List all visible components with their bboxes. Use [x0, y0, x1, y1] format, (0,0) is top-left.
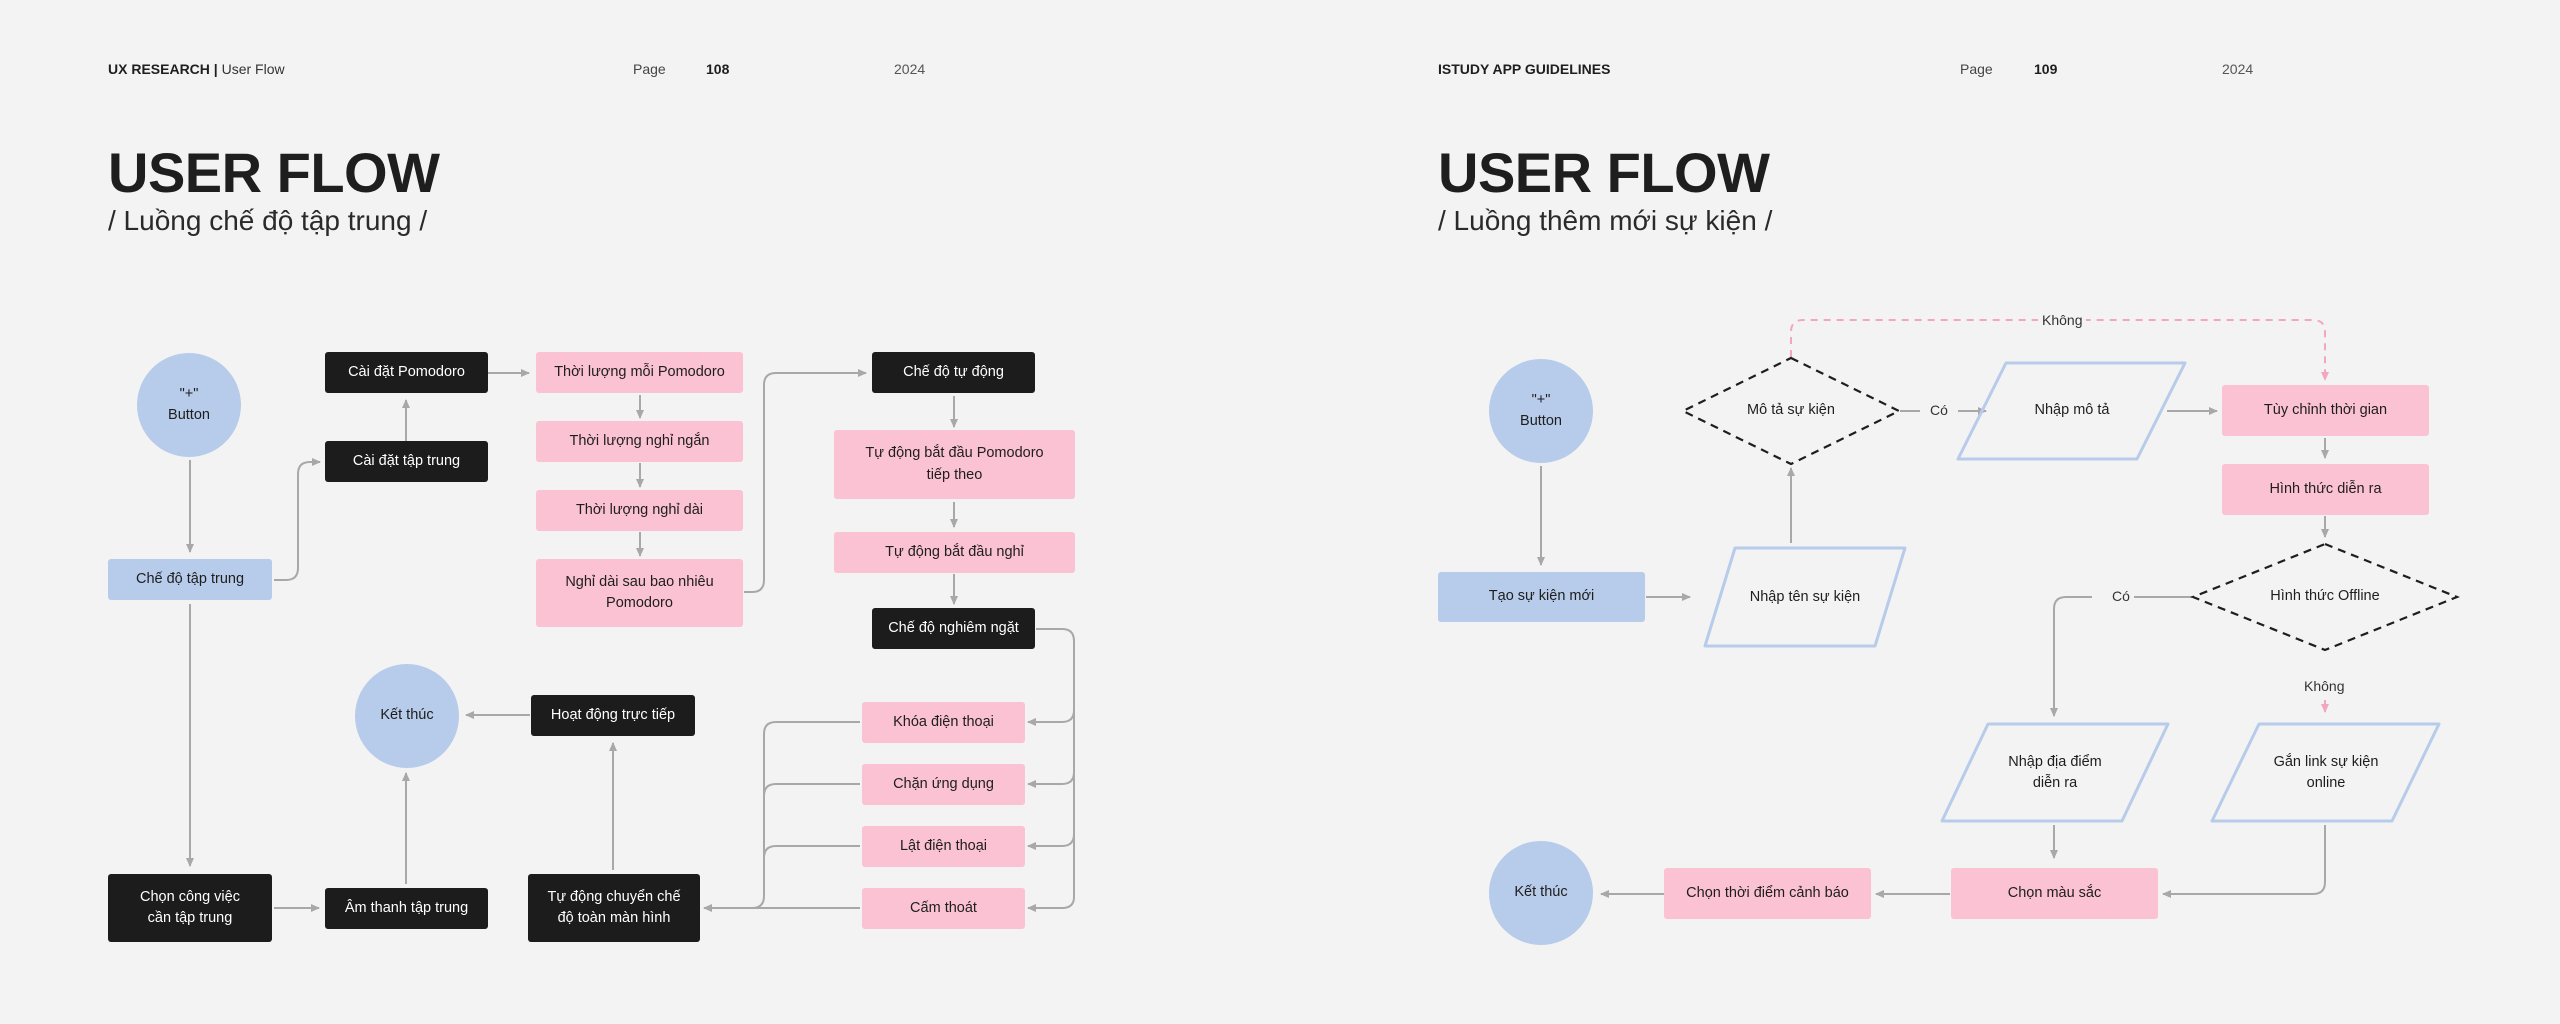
strict-mode-node: Chế độ nghiêm ngặt [872, 608, 1035, 649]
describe-decision-text: Mô tả sự kiện [1747, 402, 1835, 419]
left-header: UX RESEARCH | User Flow [108, 61, 285, 77]
edge2-describe-no-dashed [1790, 319, 2329, 381]
live-activity-node: Hoạt động trực tiếp [531, 695, 695, 736]
plus-button-symbol-2: "+" [1531, 391, 1551, 408]
enter-name-text: Nhập tên sự kiện [1749, 589, 1861, 606]
right-page-subtitle: / Luồng thêm mới sự kiện / [1438, 205, 1773, 236]
left-page-subtitle: / Luồng chế độ tập trung / [108, 205, 428, 236]
left-page-title: USER FLOW [108, 141, 440, 204]
enter-desc-parallelogram [1956, 361, 2187, 461]
plus-button-symbol: "+" [179, 385, 199, 402]
attach-link-line1: Gắn link sự kiện [2273, 753, 2379, 770]
auto-start-pomodoro-node: Tự động bắt đầu Pomodoro tiếp theo [834, 430, 1075, 499]
enter-desc-text: Nhập mô tả [2034, 402, 2110, 419]
long-break-after-line1: Nghỉ dài sau bao nhiêu [565, 573, 714, 590]
offline-decision-diamond [2190, 542, 2460, 652]
right-header: ISTUDY APP GUIDELINES [1438, 61, 1610, 77]
offline-no-label: Không [2304, 678, 2345, 694]
edge-focusmode-focussettings [274, 458, 321, 581]
edge-strict-lock [1027, 709, 1075, 726]
plus-button-label-2: Button [1520, 413, 1562, 429]
plus-button-node: "+" Button [137, 353, 241, 457]
long-break-after-line2: Pomodoro [606, 595, 673, 611]
describe-no-label: Không [2038, 312, 2087, 328]
edge2-link-color [2162, 825, 2326, 898]
auto-start-pomodoro-line1: Tự động bắt đầu Pomodoro [865, 445, 1044, 462]
enter-location-text: Nhập địa điểm diễn ra [1975, 748, 2135, 798]
short-break-node: Thời lượng nghỉ ngắn [536, 421, 743, 462]
auto-start-break-node: Tự động bắt đầu nghỉ [834, 532, 1075, 573]
edge-strict-flip [1027, 833, 1075, 850]
left-page-label: Page [633, 61, 666, 77]
edge-lock-merge [751, 721, 860, 909]
focus-mode-node: Chế độ tập trung [108, 559, 272, 600]
auto-fullscreen-line2: độ toàn màn hình [557, 910, 671, 926]
attach-link-text: Gắn link sự kiện online [2246, 748, 2406, 798]
right-header-brand: ISTUDY APP GUIDELINES [1438, 61, 1611, 77]
edge-after-automode [744, 369, 867, 593]
end-node-1: Kết thúc [355, 664, 459, 768]
edge-strict-branches [1036, 628, 1075, 897]
plus-button-label: Button [168, 407, 210, 423]
describe-decision-diamond [1680, 356, 1902, 466]
auto-fullscreen-node: Tự động chuyển chế độ toàn màn hình [528, 874, 700, 942]
custom-time-node: Tùy chỉnh thời gian [2222, 385, 2429, 436]
enter-location-parallelogram [1940, 722, 2170, 823]
attach-link-line2: online [2306, 775, 2346, 791]
format-node: Hình thức diễn ra [2222, 464, 2429, 515]
edge2-yes-location [2050, 596, 2092, 717]
auto-fullscreen-line1: Tự động chuyển chế [547, 888, 681, 905]
left-page-number: 108 [706, 61, 730, 77]
right-page-number: 109 [2034, 61, 2058, 77]
pomodoro-length-node: Thời lượng mỗi Pomodoro [536, 352, 743, 393]
edge-strict-block [1027, 771, 1075, 788]
right-year: 2024 [2222, 61, 2254, 77]
edge-block-merge [763, 783, 860, 797]
edge-strict-noexit [1027, 896, 1075, 912]
flip-phone-node: Lật điện thoại [862, 826, 1025, 867]
choose-task-node: Chọn công việc cần tập trung [108, 874, 272, 942]
offline-decision-text: Hình thức Offline [2270, 588, 2380, 605]
focus-settings-node: Cài đặt tập trung [325, 441, 488, 482]
left-header-section: User Flow [221, 61, 285, 77]
left-year: 2024 [894, 61, 926, 77]
choose-alert-node: Chọn thời điểm cảnh báo [1664, 868, 1871, 919]
end-node-2: Kết thúc [1489, 841, 1593, 945]
attach-link-parallelogram [2210, 722, 2441, 823]
enter-name-parallelogram [1703, 546, 1907, 648]
block-apps-node: Chặn ứng dụng [862, 764, 1025, 805]
edge-flip-merge [763, 845, 860, 859]
right-page-label: Page [1960, 61, 1993, 77]
describe-yes-label: Có [1930, 402, 1948, 418]
choose-task-line1: Chọn công việc [140, 888, 240, 905]
enter-location-line1: Nhập địa điểm [2008, 753, 2102, 770]
lock-phone-node: Khóa điện thoại [862, 702, 1025, 743]
focus-sound-node: Âm thanh tập trung [325, 888, 488, 929]
left-header-brand: UX RESEARCH | [108, 61, 218, 77]
choose-task-line2: cần tập trung [147, 910, 233, 926]
plus-button-node-2: "+" Button [1489, 359, 1593, 463]
choose-color-node: Chọn màu sắc [1951, 868, 2158, 919]
right-page-title: USER FLOW [1438, 141, 1770, 204]
create-event-node: Tạo sự kiện mới [1438, 572, 1645, 622]
enter-location-line2: diễn ra [2032, 775, 2078, 791]
auto-mode-node: Chế độ tự động [872, 352, 1035, 393]
pomodoro-settings-node: Cài đặt Pomodoro [325, 352, 488, 393]
offline-yes-label: Có [2112, 588, 2130, 604]
auto-start-pomodoro-line2: tiếp theo [926, 466, 983, 483]
long-break-node: Thời lượng nghỉ dài [536, 490, 743, 531]
long-break-after-node: Nghỉ dài sau bao nhiêu Pomodoro [536, 559, 743, 627]
no-exit-node: Cấm thoát [862, 888, 1025, 929]
